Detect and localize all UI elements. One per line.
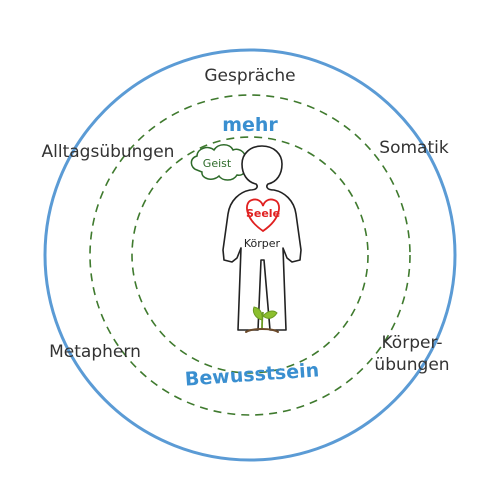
label-gespraeche: Gespräche <box>204 66 295 86</box>
middle-dashed-circle <box>89 94 411 416</box>
human-figure-icon <box>222 145 302 331</box>
label-somatik: Somatik <box>379 138 449 158</box>
outer-circle <box>43 48 457 462</box>
label-koerper-line1: Körper- <box>382 333 443 353</box>
sprout-icon <box>245 306 279 333</box>
label-seele: Seele <box>246 207 280 220</box>
heart-icon <box>246 198 280 233</box>
label-koerper: Körper <box>244 237 281 250</box>
inner-dashed-circle <box>131 136 369 374</box>
label-mehr: mehr <box>222 114 278 136</box>
label-alltagsuebungen: Alltagsübungen <box>42 142 175 162</box>
label-koerper-line2: übungen <box>374 355 449 375</box>
label-metaphern: Metaphern <box>49 342 141 362</box>
label-geist: Geist <box>203 157 232 170</box>
